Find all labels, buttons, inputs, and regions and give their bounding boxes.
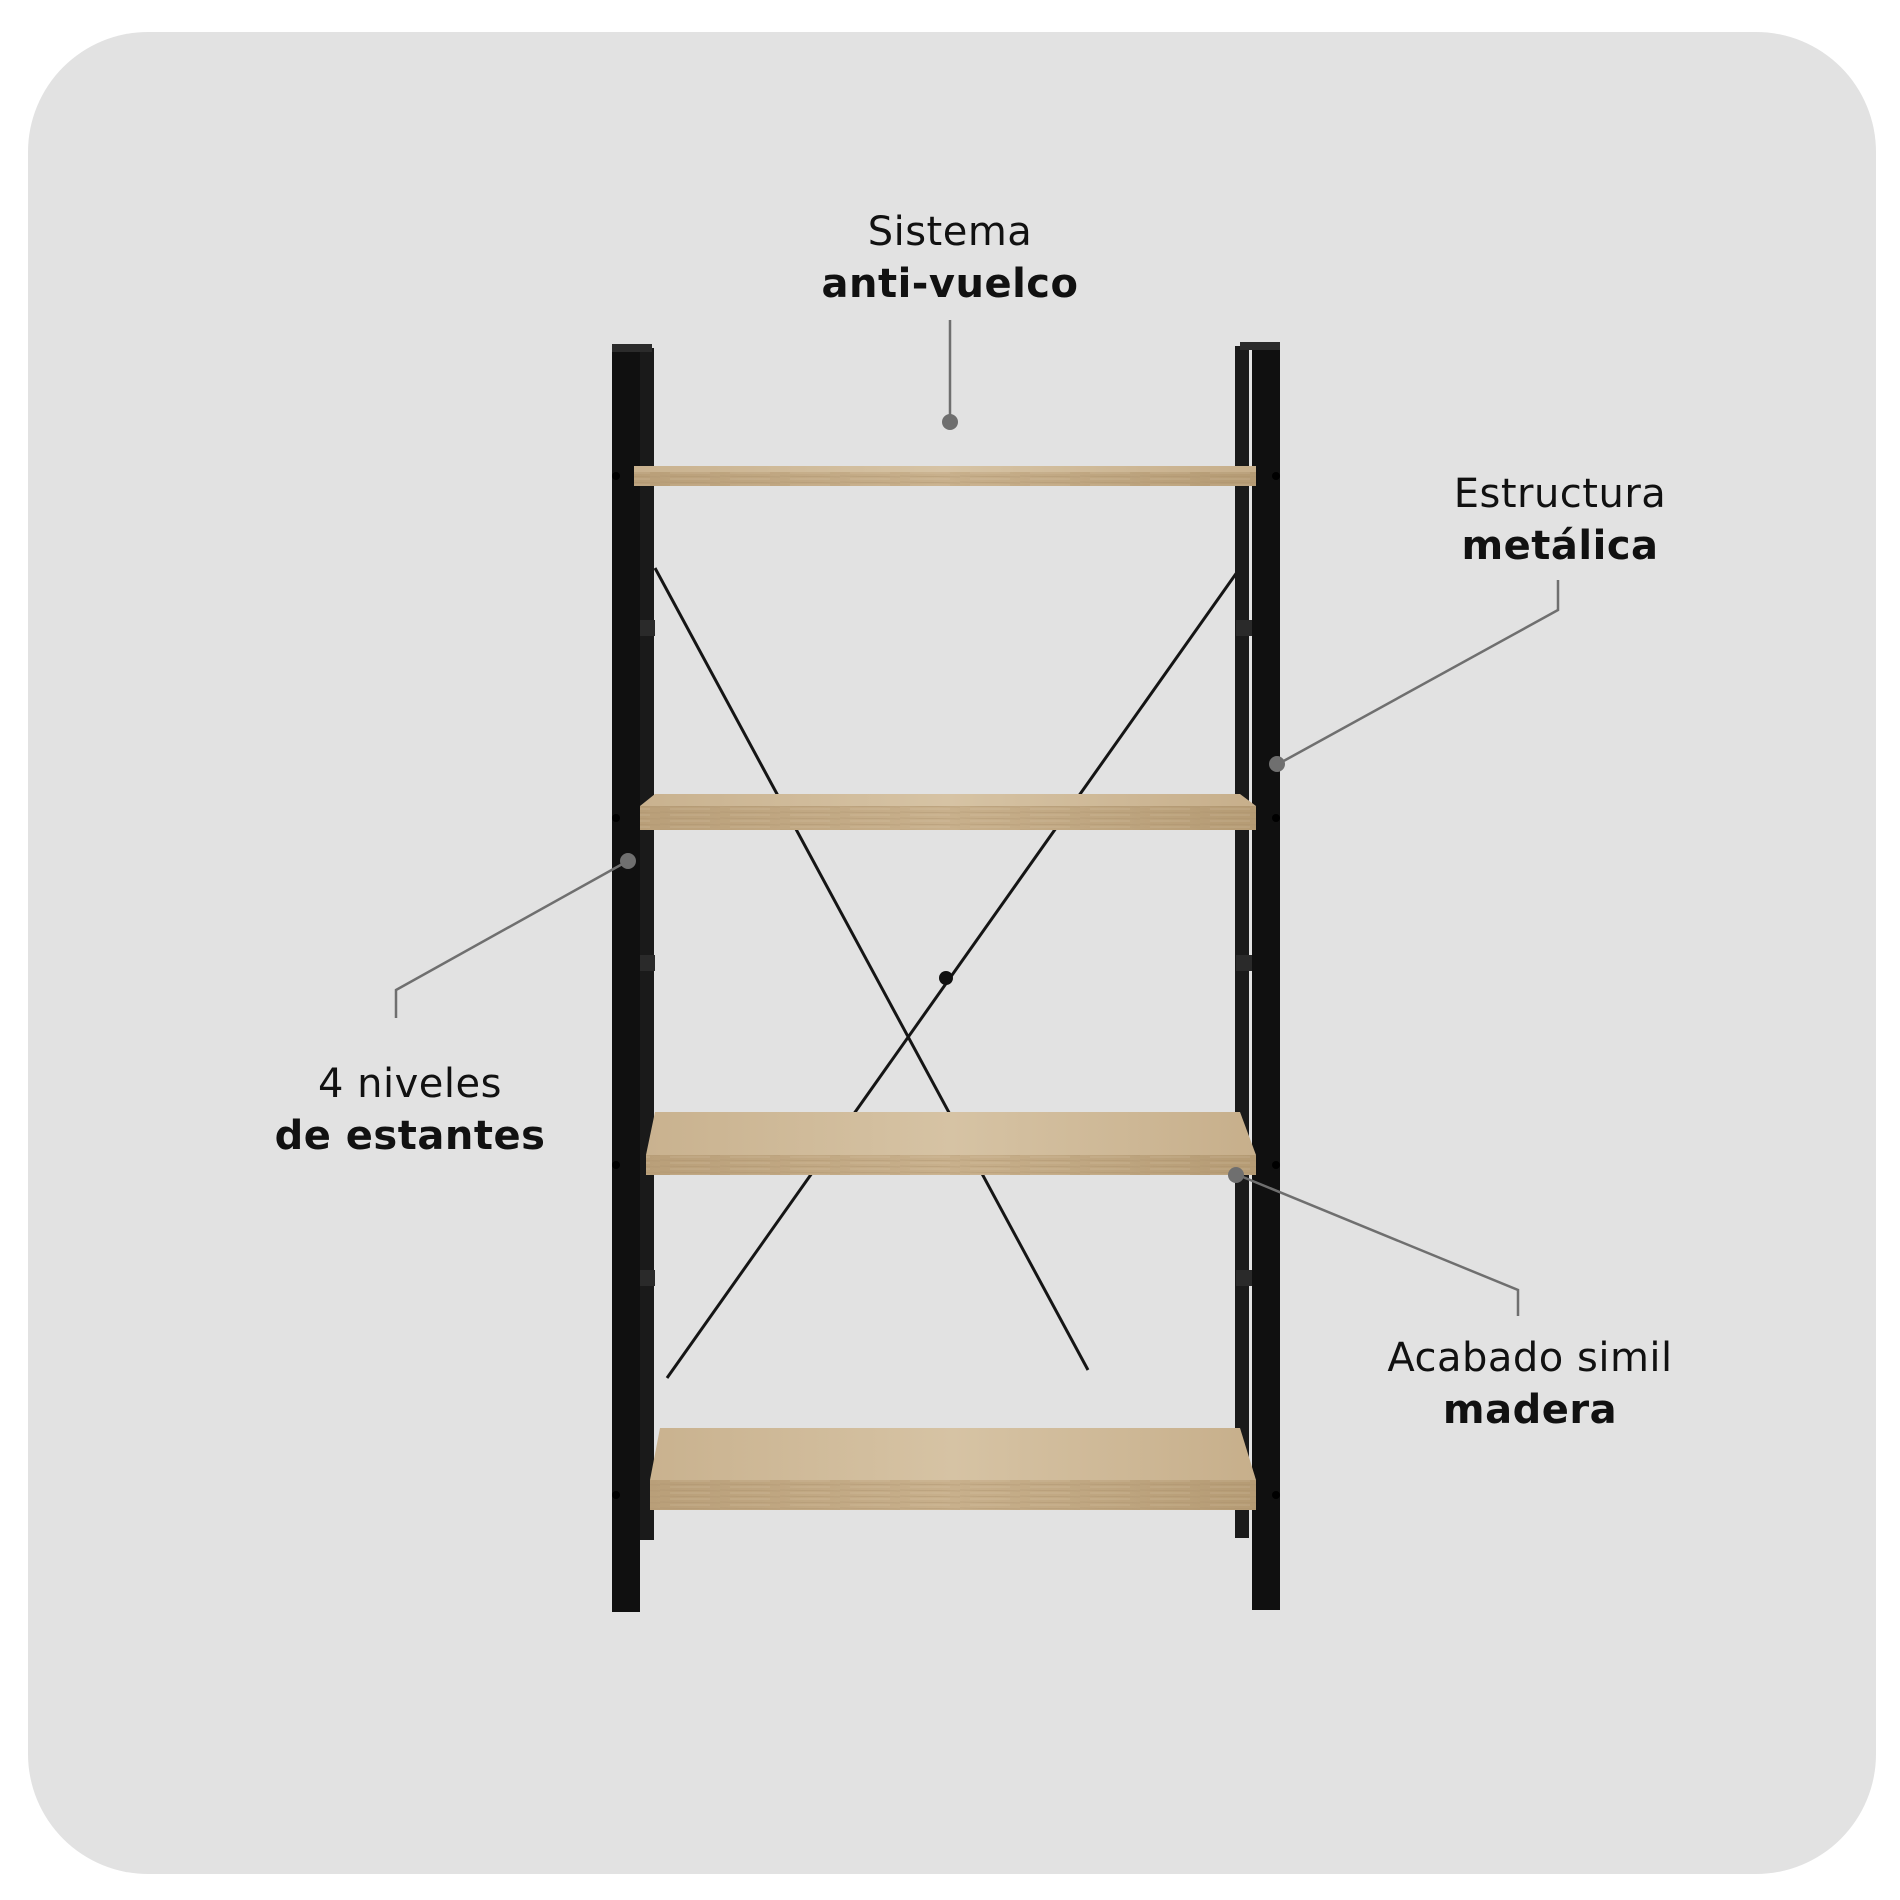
callout-niveles: 4 niveles de estantes [220,1058,600,1162]
shelf-1 [634,466,1256,486]
callout-anti-vuelco-line1: Sistema [867,209,1033,255]
callout-estructura-line1: Estructura [1453,471,1667,517]
callout-estructura-line2: metálica [1461,523,1659,569]
callout-niveles-line2: de estantes [274,1113,546,1159]
shelf-4 [650,1428,1256,1510]
front-left-leg [612,344,640,1612]
callout-niveles-line1: 4 niveles [318,1061,502,1107]
callout-estructura: Estructura metálica [1380,468,1740,572]
bracing-joint [939,971,953,985]
callout-dot-niveles [620,853,636,869]
callout-anti-vuelco-line2: anti-vuelco [821,261,1079,307]
rear-left-leg [640,348,654,1540]
callout-dot-anti-vuelco [942,414,958,430]
callout-acabado-line1: Acabado simil [1387,1335,1673,1381]
background-card [28,32,1876,1874]
front-right-leg [1252,342,1280,1610]
callout-acabado: Acabado simil madera [1330,1332,1730,1436]
shelf-2 [640,794,1256,830]
callout-dot-acabado [1228,1167,1244,1183]
shelf-3 [646,1112,1256,1175]
callout-acabado-line2: madera [1442,1387,1618,1433]
callout-lines [394,320,1560,1316]
rear-right-leg [1235,346,1249,1538]
callout-anti-vuelco: Sistema anti-vuelco [760,206,1140,310]
cross-bracing [653,567,1242,1379]
callout-dot-estructura [1269,756,1285,772]
